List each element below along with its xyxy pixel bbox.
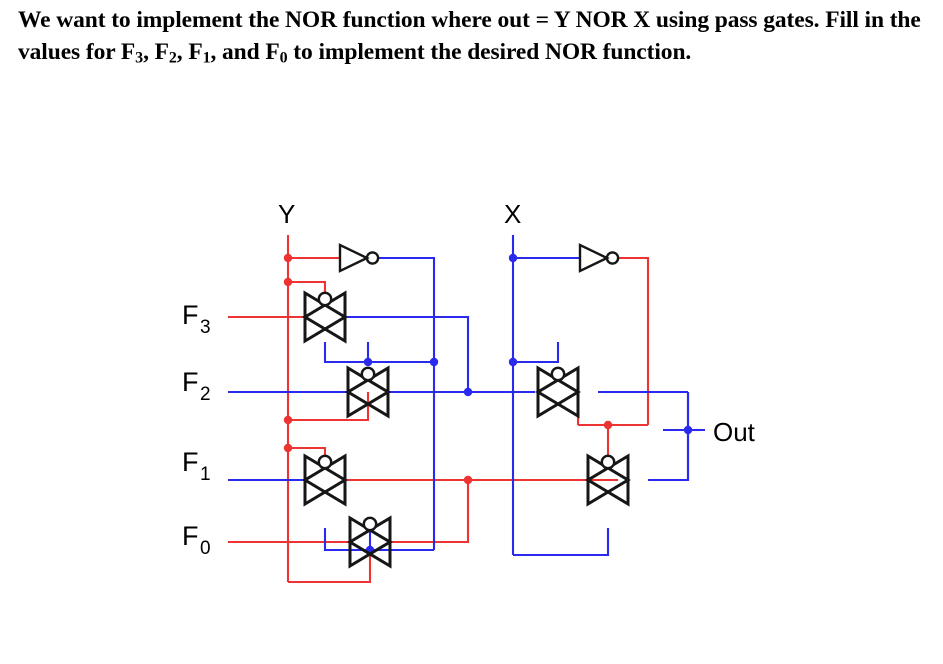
circuit-diagram: Y X Out F 3 F 2 F 1 F 0 xyxy=(0,130,943,650)
junction-dot xyxy=(603,420,613,430)
svg-text:2: 2 xyxy=(200,384,211,405)
input-label-x: X xyxy=(504,199,521,229)
junction-dot xyxy=(463,475,473,485)
pass-gate-control-bubble xyxy=(360,366,376,382)
junction-dot xyxy=(363,357,373,367)
svg-text:3: 3 xyxy=(200,317,211,338)
junction-dot xyxy=(508,357,518,367)
inverter-y xyxy=(338,243,380,273)
svg-text:F: F xyxy=(182,447,199,477)
question-line-2-part-c: , F xyxy=(176,39,203,66)
pass-gate-f3 xyxy=(302,290,348,344)
question-sub-2: 2 xyxy=(168,49,177,67)
svg-text:1: 1 xyxy=(200,464,211,485)
junction-dot xyxy=(683,425,693,435)
pass-gate-x-lower xyxy=(585,453,631,507)
question-sub-3: 3 xyxy=(135,49,144,67)
inverter-x xyxy=(578,243,620,273)
question-line-2-part-e: to implement the xyxy=(287,39,462,66)
svg-text:0: 0 xyxy=(200,538,211,559)
junction-dots xyxy=(283,253,693,555)
pass-gate-control-bubble xyxy=(362,516,378,532)
pass-gate-x-upper xyxy=(535,365,581,419)
pass-gate-control-bubble xyxy=(317,454,333,470)
svg-text:F: F xyxy=(182,521,199,551)
pass-gate-control-bubble xyxy=(550,366,566,382)
select-label-f0: F 0 xyxy=(182,521,211,559)
red-wire-net xyxy=(228,235,650,584)
question-sub-1: 1 xyxy=(202,49,211,67)
pass-gate-control-bubble xyxy=(600,454,616,470)
pass-gate-f1 xyxy=(302,453,348,507)
select-label-f3: F 3 xyxy=(182,300,211,338)
pass-gate-f0 xyxy=(347,515,393,569)
junction-dot xyxy=(429,357,439,367)
question-sub-0: 0 xyxy=(279,49,288,67)
select-label-f1: F 1 xyxy=(182,447,211,485)
select-label-f2: F 2 xyxy=(182,367,211,405)
question-line-2-part-b: , F xyxy=(143,39,169,66)
question-line-2-part-a: pass gates. Fill in the values for F xyxy=(18,7,921,66)
pass-gate-f2 xyxy=(345,365,391,419)
question-line-1: We want to implement the NOR function wh… xyxy=(18,7,709,33)
junction-dot xyxy=(463,387,473,397)
junction-dot xyxy=(283,415,293,425)
pass-gate-control-bubble xyxy=(317,291,333,307)
junction-dot xyxy=(283,253,293,263)
junction-dot xyxy=(283,277,293,287)
junction-dot xyxy=(508,253,518,263)
svg-text:F: F xyxy=(182,300,199,330)
question-line-2-part-d: , and F xyxy=(210,39,280,66)
blue-wire-net xyxy=(228,235,705,557)
output-label-out: Out xyxy=(713,417,756,447)
question-line-3: desired NOR function. xyxy=(467,39,692,66)
question-text: We want to implement the NOR function wh… xyxy=(18,4,928,69)
junction-dot xyxy=(283,443,293,453)
input-label-y: Y xyxy=(278,199,295,229)
svg-text:F: F xyxy=(182,367,199,397)
